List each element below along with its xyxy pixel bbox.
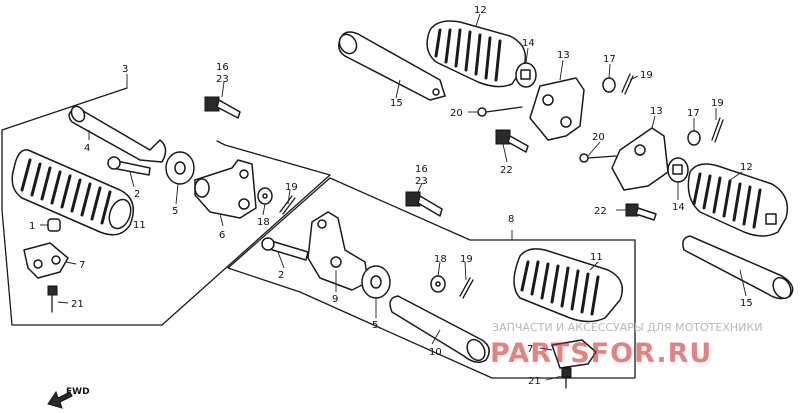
washer-18-right bbox=[430, 275, 446, 293]
callout-9: 9 bbox=[332, 294, 338, 305]
callout-11-right: 11 bbox=[590, 252, 603, 263]
washer-14-lower bbox=[667, 157, 689, 183]
callout-12-top: 12 bbox=[474, 5, 487, 16]
cotter-19-lower bbox=[711, 117, 724, 143]
callout-22-lower: 22 bbox=[594, 206, 607, 217]
callout-23-right: 23 bbox=[415, 176, 428, 187]
cotter-19-left bbox=[279, 195, 296, 215]
footpeg-bar-4 bbox=[68, 105, 167, 163]
callout-3: 3 bbox=[122, 64, 128, 75]
callout-14-lower: 14 bbox=[672, 202, 685, 213]
watermark-logo: PARTSFOR.RU bbox=[490, 338, 712, 369]
washer-17-lower bbox=[687, 130, 701, 146]
callout-23-left: 23 bbox=[216, 74, 229, 85]
footpeg-bar-10 bbox=[389, 295, 490, 363]
callout-18-left: 18 bbox=[257, 217, 270, 228]
watermark-tagline: ЗАПЧАСТИ И АКСЕССУАРЫ ДЛЯ МОТОТЕХНИКИ bbox=[492, 321, 762, 334]
callout-10: 10 bbox=[429, 347, 442, 358]
callout-8: 8 bbox=[508, 214, 514, 225]
callout-19-top: 19 bbox=[640, 70, 653, 81]
footpeg-rubber-12-top bbox=[426, 20, 527, 88]
callout-13-lower: 13 bbox=[650, 106, 663, 117]
callout-numbers: 3 4 2 11 1 7 21 5 6 16 23 18 19 16 23 8 … bbox=[29, 5, 753, 387]
cotter-19-right bbox=[459, 277, 474, 299]
fwd-arrow-icon bbox=[47, 390, 73, 409]
callout-20-lower: 20 bbox=[592, 132, 605, 143]
callout-6: 6 bbox=[219, 230, 225, 241]
assembly-3-outline bbox=[1, 87, 331, 326]
callout-7-left: 7 bbox=[79, 260, 85, 271]
callout-16-left: 16 bbox=[216, 62, 229, 73]
bolt-20-lower bbox=[579, 153, 617, 163]
callout-14-top: 14 bbox=[522, 38, 535, 49]
callout-7-right: 7 bbox=[527, 344, 533, 355]
callout-2-right: 2 bbox=[278, 270, 284, 281]
callout-19-right: 19 bbox=[460, 254, 473, 265]
callout-19-lower: 19 bbox=[711, 98, 724, 109]
bracket-6 bbox=[194, 159, 257, 219]
callout-1: 1 bbox=[29, 221, 35, 232]
bolt-16-left bbox=[204, 96, 241, 119]
bracket-13-top bbox=[529, 77, 585, 141]
footpeg-rubber-12-lower bbox=[687, 163, 789, 237]
callout-12-lower: 12 bbox=[740, 162, 753, 173]
callout-21-right: 21 bbox=[528, 376, 541, 387]
fwd-direction-marker: FWD bbox=[47, 387, 90, 409]
leader-lines bbox=[40, 13, 747, 381]
callout-22-top: 22 bbox=[500, 165, 513, 176]
bolt-22-top bbox=[495, 129, 529, 153]
pin-1 bbox=[47, 218, 61, 232]
fwd-label: FWD bbox=[66, 387, 90, 397]
callout-5-left: 5 bbox=[172, 206, 178, 217]
washer-18-left bbox=[257, 187, 273, 205]
callout-2-left: 2 bbox=[134, 189, 140, 200]
watermark: ЗАПЧАСТИ И АКСЕССУАРЫ ДЛЯ МОТОТЕХНИКИ PA… bbox=[490, 321, 762, 369]
bolt-22-lower bbox=[625, 203, 657, 221]
callout-5-right: 5 bbox=[372, 320, 378, 331]
footpeg-rubber-left bbox=[11, 149, 135, 236]
clip-7-right bbox=[551, 339, 597, 369]
cotter-19-top bbox=[621, 73, 634, 95]
washer-5-left bbox=[165, 151, 195, 185]
callout-21-left: 21 bbox=[71, 299, 84, 310]
washer-14-top bbox=[515, 62, 537, 88]
callout-15-lower: 15 bbox=[740, 298, 753, 309]
pin-2-left bbox=[107, 156, 151, 176]
callout-18-right: 18 bbox=[434, 254, 447, 265]
footpeg-bar-15-lower bbox=[682, 235, 794, 300]
footpeg-bar-15-top bbox=[338, 31, 446, 101]
footpeg-rubber-right bbox=[513, 248, 623, 323]
callout-11-left: 11 bbox=[133, 220, 146, 231]
assembly-8-outline bbox=[227, 177, 636, 379]
pin-2-right bbox=[261, 237, 309, 261]
washer-17-top bbox=[602, 77, 616, 93]
callout-17-top: 17 bbox=[603, 54, 616, 65]
callout-13-top: 13 bbox=[557, 50, 570, 61]
clip-7-left bbox=[23, 242, 69, 279]
bracket-13-lower bbox=[611, 127, 669, 191]
bolt-21-left bbox=[47, 285, 58, 313]
callout-15-top: 15 bbox=[390, 98, 403, 109]
callout-4: 4 bbox=[84, 143, 90, 154]
bolt-21-right bbox=[561, 367, 572, 389]
washer-5-right bbox=[361, 265, 391, 299]
bolt-16-right bbox=[405, 191, 443, 217]
callout-20-top: 20 bbox=[450, 108, 463, 119]
callout-17-lower: 17 bbox=[687, 108, 700, 119]
callout-19-left: 19 bbox=[285, 182, 298, 193]
bracket-9 bbox=[307, 211, 369, 291]
callout-16-right: 16 bbox=[415, 164, 428, 175]
bolt-20-top bbox=[477, 106, 523, 117]
